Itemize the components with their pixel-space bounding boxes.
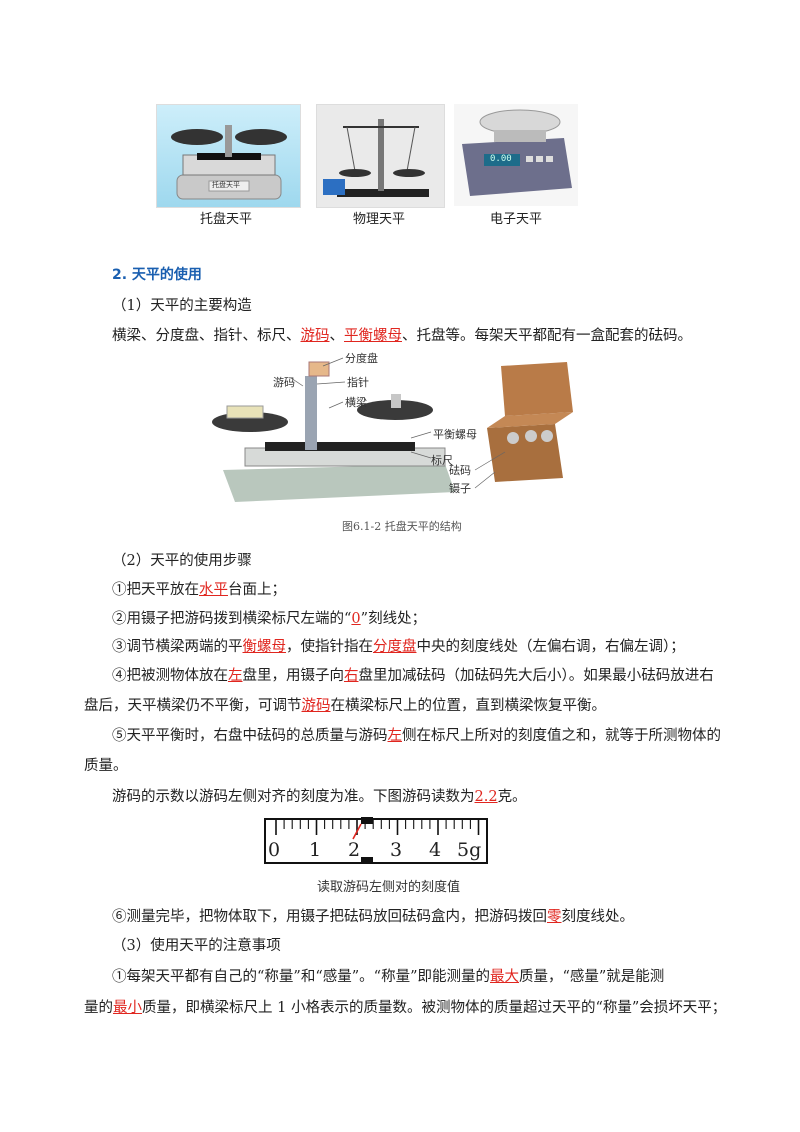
answer-zero: 0: [351, 611, 361, 627]
step-3: ③调节横梁两端的平衡螺母，使指针指在分度盘中央的刻度线处（左偏右调，右偏左调）；: [112, 639, 685, 655]
ruler-num-0: 0: [268, 839, 281, 861]
label-niezi: 镊子: [449, 482, 471, 495]
answer-left-pan: 左: [228, 668, 243, 684]
electronic-display-reading: 0.00: [490, 154, 512, 164]
label-fendupan: 分度盘: [345, 352, 378, 365]
answer-reading: 2.2: [474, 789, 498, 805]
label-youma: 游码: [273, 376, 295, 389]
answer-youma-2: 游码: [301, 698, 331, 714]
ruler-num-5g: 5g: [457, 839, 482, 861]
step-5-continued: 质量。: [84, 758, 128, 774]
rider-marker-top: [361, 817, 373, 824]
answer-youma: 游码: [300, 328, 330, 344]
caption-tray-balance: 托盘天平: [200, 212, 253, 227]
label-pinghengluomu: 平衡螺母: [433, 428, 477, 441]
caption-electronic-balance: 电子天平: [490, 212, 543, 227]
electronic-balance-drawing: [462, 109, 572, 196]
step-6: ⑥测量完毕，把物体取下，用镊子把砝码放回砝码盒内，把游码拨回零刻度线处。: [112, 909, 634, 925]
label-zhizhen: 指针: [347, 376, 369, 389]
balance-structure-drawing: [212, 357, 573, 502]
answer-luomu: 衡螺母: [242, 639, 287, 655]
rider-marker-bottom: [361, 857, 373, 864]
ruler-caption: 读取游码左侧对的刻度值: [317, 880, 461, 895]
answer-zuida: 最大: [489, 969, 519, 985]
answer-fendupan: 分度盘: [373, 639, 417, 655]
diagram-caption: 图6.1-2 托盘天平的结构: [342, 520, 462, 533]
ruler-num-4: 4: [429, 839, 442, 861]
subheading-steps: （2）天平的使用步骤: [112, 553, 252, 569]
section-title: 2. 天平的使用: [112, 267, 202, 283]
note-1-continued: 量的最小质量，即横梁标尺上 1 小格表示的质量数。被测物体的质量超过天平的“称量…: [84, 1000, 727, 1016]
ruler-num-2: 2: [348, 839, 361, 861]
note-1: ①每架天平都有自己的“称量”和“感量”。“称量”即能测量的最大质量，“感量”就是…: [112, 969, 665, 985]
structure-paragraph: 横梁、分度盘、指针、标尺、游码、平衡螺母、托盘等。每架天平都配有一盒配套的砝码。: [112, 328, 692, 344]
label-fama: 砝码: [449, 464, 471, 477]
answer-pinghengluomu: 平衡螺母: [344, 328, 402, 344]
step-2: ②用镊子把游码拨到横梁标尺左端的“0”刻线处；: [112, 611, 427, 627]
reading-sentence: 游码的示数以游码左侧对齐的刻度为准。下图游码读数为2.2克。: [112, 789, 527, 805]
ruler-num-1: 1: [309, 839, 322, 861]
tray-balance-drawing: [171, 125, 287, 200]
physics-balance-photo: [316, 104, 445, 208]
step-4-continued: 盘后，天平横梁仍不平衡，可调节游码在横梁标尺上的位置，直到横梁恢复平衡。: [84, 698, 606, 714]
tray-balance-plate-label: 托盘天平: [212, 181, 240, 189]
answer-right-pan: 右: [344, 668, 359, 684]
balance-structure-diagram: 分度盘 游码 指针 横梁 平衡螺母 标尺 砝码 镊子: [205, 352, 605, 512]
answer-left-side: 左: [387, 728, 403, 744]
step-4: ④把被测物体放在左盘里，用镊子向右盘里加减砝码（加砝码先大后小）。如果最小砝码放…: [112, 668, 714, 684]
subheading-structure: （1）天平的主要构造: [112, 298, 252, 314]
answer-ling: 零: [547, 909, 562, 925]
ruler-num-3: 3: [390, 839, 403, 861]
answer-zuixiao: 最小: [113, 1000, 142, 1016]
ruler-figure: 0 1 2 3 4 5g: [264, 815, 488, 865]
label-hengliang: 横梁: [345, 396, 367, 409]
ruler-drawing: [264, 817, 488, 864]
caption-physics-balance: 物理天平: [353, 212, 406, 227]
step-1: ①把天平放在水平台面上；: [112, 582, 286, 598]
subheading-notes: （3）使用天平的注意事项: [112, 938, 281, 954]
step-5: ⑤天平平衡时，右盘中砝码的总质量与游码左侧在标尺上所对的刻度值之和，就等于所测物…: [112, 728, 721, 744]
reading-arrow: [352, 823, 362, 840]
answer-shuiping: 水平: [199, 582, 228, 598]
electronic-balance-photo: 0.00: [454, 104, 578, 206]
label-biaochi: 标尺: [431, 454, 453, 467]
physics-balance-drawing: [323, 119, 429, 197]
tray-balance-photo: 托盘天平: [156, 104, 301, 208]
